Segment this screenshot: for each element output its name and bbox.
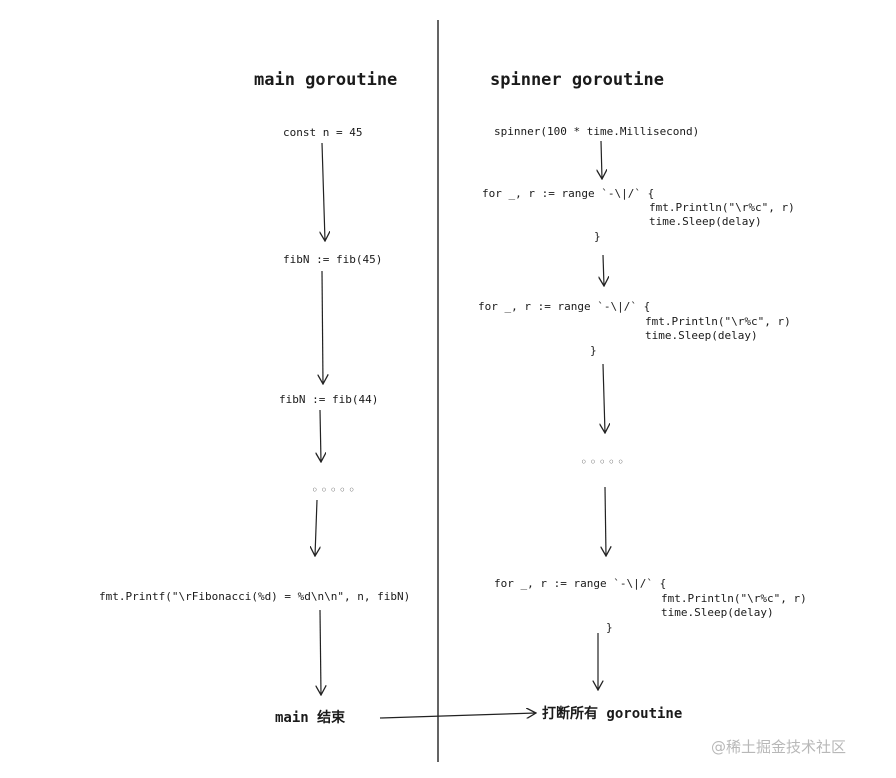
loop2-head: for _, r := range `-\|/` { bbox=[478, 300, 650, 313]
interrupt-arrow bbox=[379, 713, 536, 718]
loop3-close: } bbox=[606, 621, 613, 634]
watermark: @稀土掘金技术社区 bbox=[711, 738, 846, 756]
loop3-head: for _, r := range `-\|/` { bbox=[494, 577, 666, 590]
spinner-arrow-3 bbox=[603, 363, 605, 433]
main-step-printf: fmt.Printf("\rFibonacci(%d) = %d\n\n", n… bbox=[99, 590, 410, 603]
main-ellipsis: ◦◦◦◦◦ bbox=[311, 483, 357, 497]
spinner-arrow-4 bbox=[605, 486, 606, 556]
main-end-label: main 结束 bbox=[275, 709, 346, 726]
spinner-ellipsis: ◦◦◦◦◦ bbox=[580, 455, 626, 469]
loop1-head: for _, r := range `-\|/` { bbox=[482, 187, 654, 200]
main-step-fib45: fibN := fib(45) bbox=[283, 253, 382, 266]
loop3-println: fmt.Println("\r%c", r) bbox=[661, 592, 807, 605]
spinner-arrow-2 bbox=[603, 254, 604, 286]
spinner-end-label: 打断所有 goroutine bbox=[542, 705, 682, 722]
spinner-goroutine-title: spinner goroutine bbox=[490, 70, 664, 90]
loop1-sleep: time.Sleep(delay) bbox=[649, 215, 762, 228]
main-step-fib44: fibN := fib(44) bbox=[279, 393, 378, 406]
spinner-arrow-1 bbox=[601, 140, 602, 179]
main-goroutine-title: main goroutine bbox=[254, 70, 397, 90]
loop2-close: } bbox=[590, 344, 597, 357]
main-arrow-2 bbox=[322, 270, 323, 384]
main-arrow-4 bbox=[315, 499, 317, 556]
main-arrow-1 bbox=[322, 142, 325, 241]
spinner-call: spinner(100 * time.Millisecond) bbox=[494, 125, 699, 138]
main-step-const: const n = 45 bbox=[283, 126, 362, 139]
loop2-sleep: time.Sleep(delay) bbox=[645, 329, 758, 342]
loop2-println: fmt.Println("\r%c", r) bbox=[645, 315, 791, 328]
main-arrow-5 bbox=[320, 609, 321, 695]
loop1-close: } bbox=[594, 230, 601, 243]
loop3-sleep: time.Sleep(delay) bbox=[661, 606, 774, 619]
main-arrow-3 bbox=[320, 409, 321, 462]
loop1-println: fmt.Println("\r%c", r) bbox=[649, 201, 795, 214]
